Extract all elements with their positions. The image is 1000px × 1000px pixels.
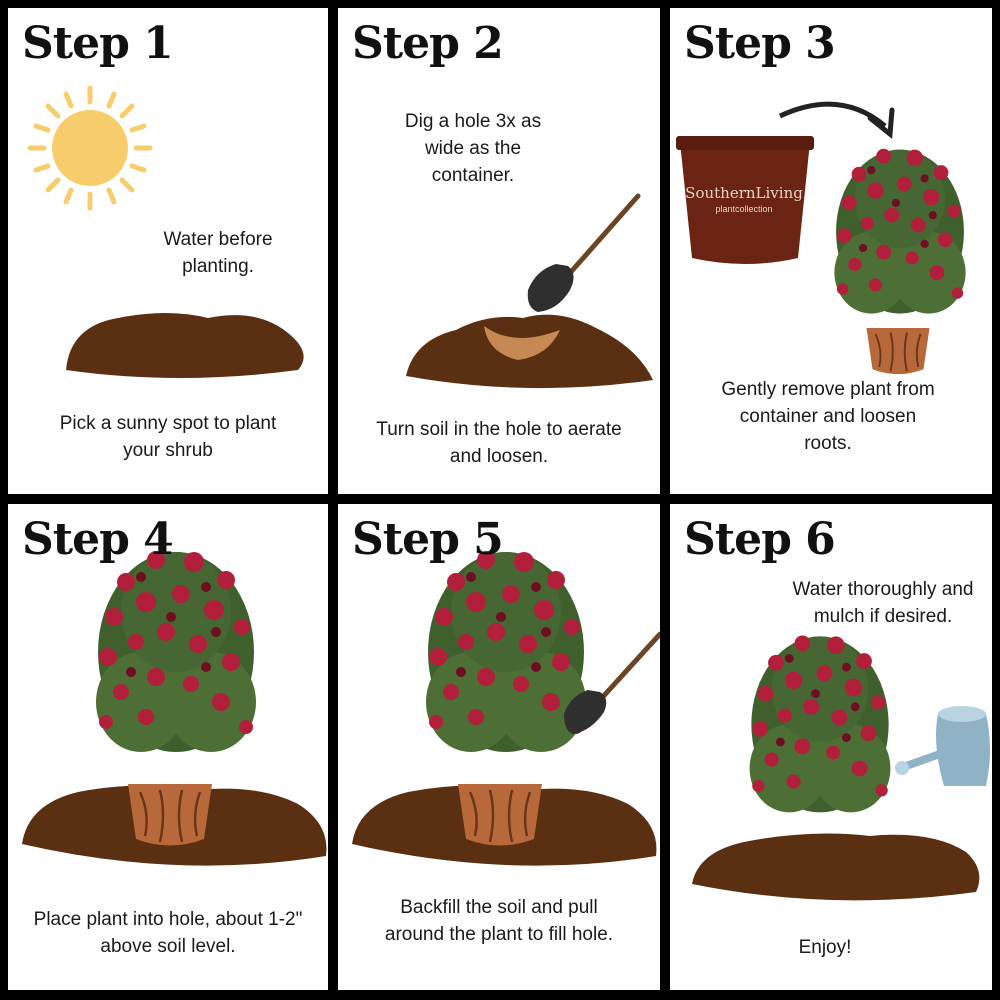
- rootball: [126, 782, 214, 847]
- arrow-icon: [778, 101, 895, 139]
- step-title: Step 1: [22, 18, 174, 69]
- pot-brand-text: SouthernLiving: [685, 184, 803, 202]
- step-caption-bottom: Enjoy!: [798, 937, 852, 958]
- step-1-panel: Step 1 Water before planting. Pick a sun…: [8, 8, 328, 494]
- step-5-panel: Step 5 Backfill the soil and pull around…: [338, 504, 660, 990]
- step-caption-bottom: Pick a sunny spot to plant your shrub: [59, 413, 277, 461]
- watering-can-icon: [895, 706, 990, 786]
- bush-icon: [426, 551, 586, 752]
- step-title: Step 5: [352, 514, 504, 565]
- sun-icon: [27, 85, 153, 211]
- step-title: Step 2: [352, 18, 504, 69]
- rootball: [456, 782, 544, 847]
- step-caption-bottom: Backfill the soil and pull around the pl…: [384, 897, 614, 945]
- pot-icon: [676, 136, 814, 264]
- pot-sub-text: plantcollection: [715, 204, 772, 214]
- step-caption-bottom: Gently remove plant from container and l…: [721, 379, 935, 454]
- step-6-panel: Step 6 Water thoroughly and mulch if des…: [670, 504, 992, 990]
- step-1-illustration: [27, 85, 304, 378]
- step-title: Step 6: [684, 514, 836, 565]
- soil-mound: [66, 313, 304, 378]
- step-4-illustration: [22, 551, 327, 866]
- rootball: [865, 327, 931, 376]
- step-3-illustration: SouthernLiving plantcollection: [676, 101, 966, 376]
- step-title: Step 3: [684, 18, 836, 69]
- step-5-illustration: [352, 551, 660, 866]
- hole: [484, 326, 560, 360]
- soil-mound: [692, 833, 980, 901]
- step-title: Step 4: [22, 514, 174, 565]
- step-caption-top: Water before planting.: [163, 229, 273, 277]
- step-2-panel: Step 2 Dig a hole 3x as wide as the cont…: [338, 8, 660, 494]
- step-caption-top: Dig a hole 3x as wide as the container.: [404, 111, 542, 186]
- bush-icon: [749, 635, 891, 813]
- step-caption-bottom: Place plant into hole, about 1-2" above …: [33, 909, 303, 957]
- step-2-illustration: [406, 193, 653, 389]
- step-caption-top: Water thoroughly and mulch if desired.: [792, 579, 974, 627]
- shovel-icon: [564, 631, 660, 734]
- step-caption-bottom: Turn soil in the hole to aerate and loos…: [376, 419, 622, 467]
- bush-icon: [834, 148, 966, 314]
- step-6-illustration: [692, 635, 990, 901]
- bush-icon: [96, 551, 256, 752]
- step-3-panel: SouthernLiving plantcollection Step 3 Ge…: [670, 8, 992, 494]
- shovel-icon: [527, 193, 641, 312]
- step-4-panel: Step 4 Place plant into hole, about 1-2"…: [8, 504, 328, 990]
